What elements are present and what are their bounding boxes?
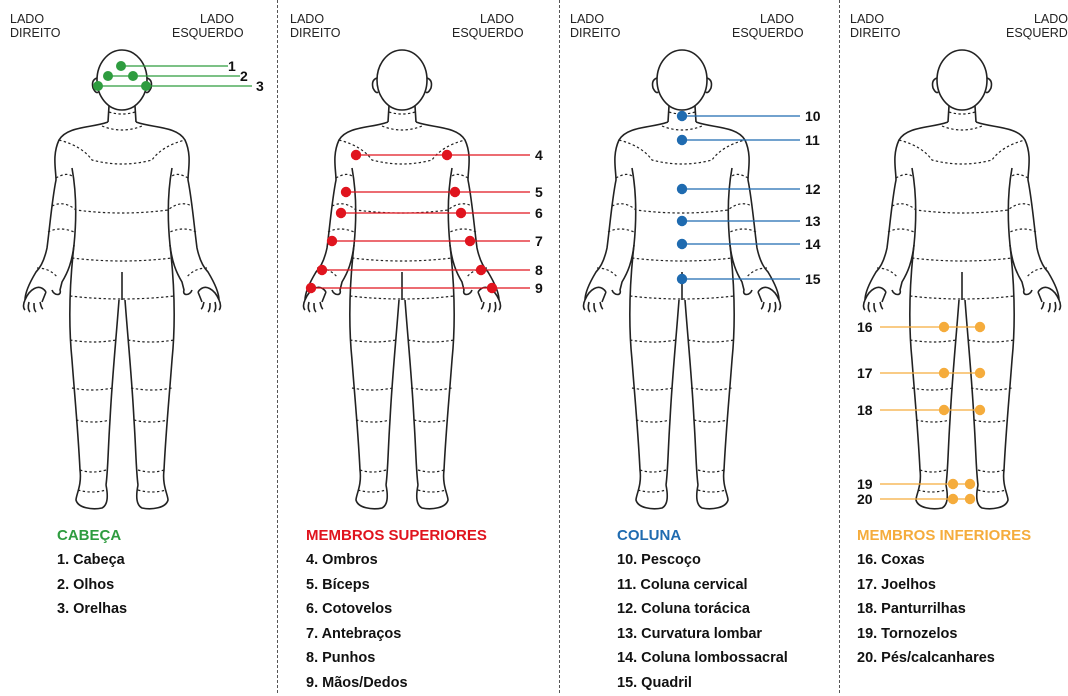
- point-marker: [306, 283, 316, 293]
- point-marker: [128, 71, 138, 81]
- points-membros-inferiores: 16 17 18 19 20: [857, 319, 985, 507]
- point-number: 8: [535, 262, 543, 278]
- point-marker: [975, 322, 985, 332]
- list-item: 14. Coluna lombossacral: [617, 646, 788, 671]
- point-marker: [965, 479, 975, 489]
- point-number: 10: [805, 108, 821, 124]
- body-outline: [304, 50, 501, 509]
- point-number: 6: [535, 205, 543, 221]
- point-marker: [465, 236, 475, 246]
- point-marker: [450, 187, 460, 197]
- list-item: 15. Quadril: [617, 671, 788, 696]
- point-number: 13: [805, 213, 821, 229]
- point-marker: [677, 239, 687, 249]
- panel-membros-superiores: LADO DIREITO LADO ESQUERDO: [280, 0, 557, 693]
- list-item: 1. Cabeça: [57, 548, 127, 573]
- point-marker: [677, 111, 687, 121]
- point-marker: [341, 187, 351, 197]
- point-marker: [939, 405, 949, 415]
- point-marker: [975, 368, 985, 378]
- point-number: 11: [805, 132, 820, 148]
- point-marker: [939, 322, 949, 332]
- point-marker: [116, 61, 126, 71]
- point-number: 16: [857, 319, 873, 335]
- list-item: 13. Curvatura lombar: [617, 622, 788, 647]
- list-item: 3. Orelhas: [57, 597, 127, 622]
- point-marker: [456, 208, 466, 218]
- body-outline: [864, 50, 1061, 509]
- point-marker: [141, 81, 151, 91]
- point-number: 1: [228, 58, 236, 74]
- body-outline: [24, 50, 221, 509]
- list-item: 12. Coluna torácica: [617, 597, 788, 622]
- point-marker: [336, 208, 346, 218]
- legend-title: MEMBROS SUPERIORES: [306, 527, 487, 544]
- point-number: 15: [805, 271, 821, 287]
- point-marker: [965, 494, 975, 504]
- list-item: 5. Bíceps: [306, 573, 408, 598]
- point-marker: [948, 479, 958, 489]
- point-marker: [939, 368, 949, 378]
- list-item: 9. Mãos/Dedos: [306, 671, 408, 696]
- point-marker: [677, 216, 687, 226]
- points-membros-superiores: 4 5 6 7 8 9: [306, 147, 543, 296]
- panel-cabeca: LADO DIREITO LADO ESQUERDO 1 2 3 CABEÇA …: [0, 0, 275, 693]
- point-marker: [93, 81, 103, 91]
- point-number: 19: [857, 476, 873, 492]
- list-item: 6. Cotovelos: [306, 597, 408, 622]
- list-item: 4. Ombros: [306, 548, 408, 573]
- point-marker: [351, 150, 361, 160]
- point-number: 17: [857, 365, 873, 381]
- list-item: 7. Antebraços: [306, 622, 408, 647]
- point-marker: [948, 494, 958, 504]
- point-number: 14: [805, 236, 821, 252]
- points-cabeca: 1 2 3: [93, 58, 264, 94]
- legend-title: MEMBROS INFERIORES: [857, 527, 1031, 544]
- list-item: 16. Coxas: [857, 548, 995, 573]
- point-number: 3: [256, 78, 264, 94]
- point-number: 4: [535, 147, 543, 163]
- legend-list: 1. Cabeça 2. Olhos 3. Orelhas: [57, 548, 127, 622]
- list-item: 18. Panturrilhas: [857, 597, 995, 622]
- legend-title: COLUNA: [617, 527, 681, 544]
- point-marker: [317, 265, 327, 275]
- panel-coluna: LADO DIREITO LADO ESQUERDO 10 11 12 13 1: [560, 0, 838, 693]
- point-number: 2: [240, 68, 248, 84]
- legend-title: CABEÇA: [57, 527, 121, 544]
- point-marker: [476, 265, 486, 275]
- point-number: 5: [535, 184, 543, 200]
- list-item: 2. Olhos: [57, 573, 127, 598]
- panel-membros-inferiores: LADO DIREITO LADO ESQUERDO 16 17: [840, 0, 1068, 693]
- point-marker: [103, 71, 113, 81]
- point-number: 9: [535, 280, 543, 296]
- point-marker: [677, 184, 687, 194]
- point-marker: [677, 135, 687, 145]
- point-marker: [442, 150, 452, 160]
- points-coluna: 10 11 12 13 14 15: [677, 108, 821, 287]
- list-item: 10. Pescoço: [617, 548, 788, 573]
- list-item: 11. Coluna cervical: [617, 573, 788, 598]
- point-number: 18: [857, 402, 873, 418]
- point-marker: [327, 236, 337, 246]
- point-number: 12: [805, 181, 821, 197]
- point-marker: [677, 274, 687, 284]
- point-marker: [487, 283, 497, 293]
- body-figure: 1 2 3: [0, 0, 275, 693]
- legend-list: 16. Coxas 17. Joelhos 18. Panturrilhas 1…: [857, 548, 995, 671]
- point-number: 7: [535, 233, 543, 249]
- point-number: 20: [857, 491, 873, 507]
- list-item: 17. Joelhos: [857, 573, 995, 598]
- legend-list: 4. Ombros 5. Bíceps 6. Cotovelos 7. Ante…: [306, 548, 408, 696]
- divider: [277, 0, 278, 693]
- legend-list: 10. Pescoço 11. Coluna cervical 12. Colu…: [617, 548, 788, 696]
- list-item: 19. Tornozelos: [857, 622, 995, 647]
- list-item: 20. Pés/calcanhares: [857, 646, 995, 671]
- point-marker: [975, 405, 985, 415]
- list-item: 8. Punhos: [306, 646, 408, 671]
